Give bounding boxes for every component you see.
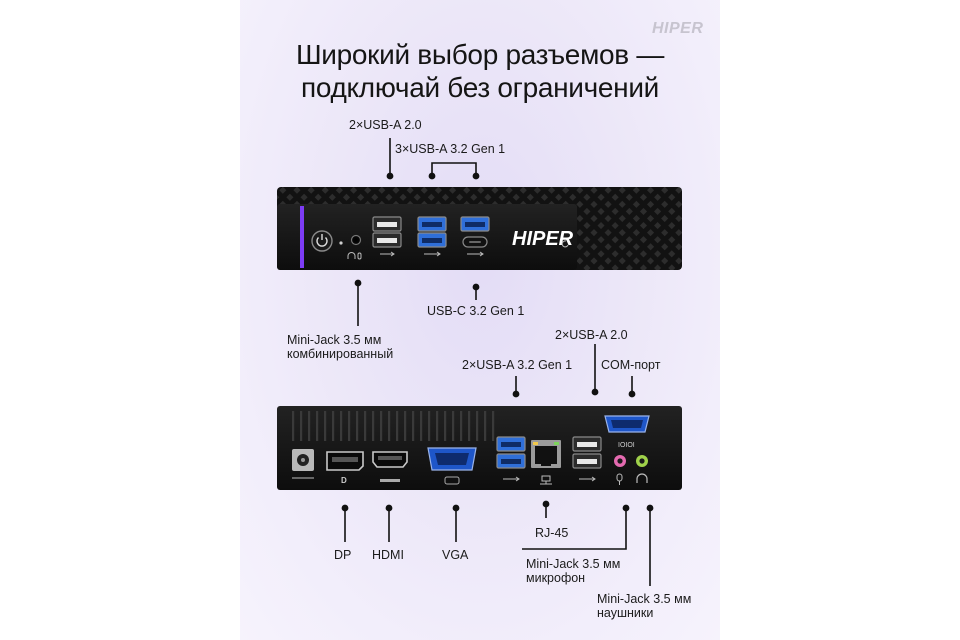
- rear-vent-slots: [292, 411, 495, 441]
- rear-usb2-label: 2×USB-A 2.0: [555, 328, 628, 342]
- microphone-icon: [616, 473, 623, 485]
- rear-mic-label-line1: Mini-Jack 3.5 мм: [526, 557, 621, 571]
- rear-mic-label: Mini-Jack 3.5 мм микрофон: [526, 557, 620, 585]
- rear-usb3-icon: [503, 476, 520, 482]
- usb-icon: [380, 251, 395, 257]
- front-usb32-port-bottom[interactable]: [417, 232, 447, 248]
- rear-usb2-port-top[interactable]: [572, 436, 602, 452]
- front-panel-device: HIPER: [277, 187, 682, 270]
- corner-logo: HIPER: [652, 20, 704, 37]
- rear-usb32-port-bottom[interactable]: [496, 453, 526, 469]
- reset-icon: [561, 240, 569, 248]
- rear-phones-label-line2: наушники: [597, 606, 654, 620]
- rear-usb-icon: [579, 476, 596, 482]
- vga-icon: [444, 476, 460, 485]
- network-icon: [540, 475, 552, 485]
- headphones-icon: [636, 473, 648, 483]
- rear-mic-label-line2: микрофон: [526, 571, 586, 585]
- accent-stripe: [300, 206, 304, 268]
- rear-panel-device: D: [277, 406, 682, 490]
- hdmi-icon: [380, 479, 400, 482]
- displayport-port[interactable]: [326, 451, 364, 471]
- hdmi-port[interactable]: [372, 451, 408, 468]
- title-line-2: подключай без ограничений: [300, 72, 660, 103]
- front-minijack-label-line1: Mini-Jack 3.5 мм: [287, 333, 382, 347]
- com-port[interactable]: [604, 415, 650, 433]
- front-usb32-label: 3×USB-A 3.2 Gen 1: [395, 142, 506, 156]
- headphones-jack[interactable]: [636, 455, 648, 467]
- mic-jack[interactable]: [614, 455, 626, 467]
- front-usbc-port[interactable]: [462, 236, 488, 248]
- front-minijack-label: Mini-Jack 3.5 мм комбинированный: [287, 333, 393, 361]
- rj45-port[interactable]: [531, 440, 561, 468]
- front-usb2-port-bottom[interactable]: [372, 232, 402, 248]
- rear-usb32-label: 2×USB-A 3.2 Gen 1: [462, 358, 573, 372]
- rear-phones-label: Mini-Jack 3.5 мм наушники: [597, 592, 691, 620]
- front-usbc-label: USB-C 3.2 Gen 1: [427, 304, 525, 318]
- dc-power-jack[interactable]: [292, 449, 314, 471]
- combo-minijack-port[interactable]: [350, 234, 362, 246]
- rear-vga-label: VGA: [442, 548, 469, 562]
- rear-hdmi-label: HDMI: [372, 548, 404, 562]
- background-panel: [240, 0, 720, 640]
- activity-led-icon: [339, 241, 343, 245]
- rear-rj45-label: RJ-45: [535, 526, 569, 540]
- rear-usb32-port-top[interactable]: [496, 436, 526, 452]
- title-line-1: Широкий выбор разъемов —: [295, 39, 665, 70]
- usb3-icon: [424, 251, 441, 257]
- rear-com-label: COM-порт: [601, 358, 661, 372]
- front-usb2-port-top[interactable]: [372, 216, 402, 232]
- front-device-logo: HIPER: [512, 228, 574, 250]
- rear-phones-label-line1: Mini-Jack 3.5 мм: [597, 592, 692, 606]
- dp-icon: D: [341, 476, 347, 485]
- com-port-text: IOIOI: [618, 442, 635, 449]
- front-usb32-port-top[interactable]: [417, 216, 447, 232]
- usbc-icon: [467, 251, 484, 257]
- rear-dp-label: DP: [334, 548, 352, 562]
- power-button[interactable]: [311, 230, 333, 252]
- headset-icon: [347, 252, 362, 260]
- rear-leader-lines: [341, 344, 654, 586]
- front-minijack-label-line2: комбинированный: [287, 347, 394, 361]
- rear-usb2-port-bottom[interactable]: [572, 453, 602, 469]
- front-leader-lines: [354, 138, 480, 326]
- front-usb32-port-single[interactable]: [460, 216, 490, 232]
- front-usb2-label: 2×USB-A 2.0: [349, 118, 422, 132]
- vga-port[interactable]: [427, 447, 477, 471]
